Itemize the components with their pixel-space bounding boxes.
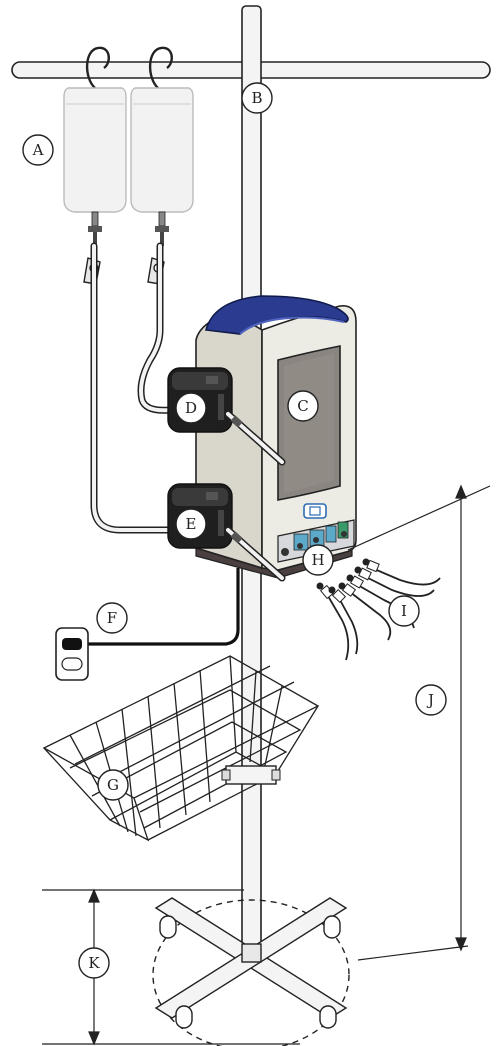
callout-i: I bbox=[389, 596, 419, 626]
svg-text:D: D bbox=[185, 399, 197, 417]
callout-k: K bbox=[79, 948, 109, 978]
sensor-cables bbox=[328, 568, 440, 660]
callout-g: G bbox=[98, 770, 128, 800]
fluid-bag-right bbox=[131, 88, 193, 246]
svg-text:C: C bbox=[297, 397, 308, 415]
dimension-j bbox=[348, 486, 490, 960]
svg-text:A: A bbox=[32, 141, 44, 159]
callout-a: A bbox=[23, 135, 53, 165]
svg-text:I: I bbox=[401, 602, 407, 620]
wire-basket bbox=[44, 656, 318, 840]
callout-d: D bbox=[176, 393, 206, 423]
svg-text:G: G bbox=[107, 776, 119, 794]
svg-text:K: K bbox=[88, 954, 100, 972]
svg-text:E: E bbox=[186, 515, 197, 533]
tubing-lower bbox=[94, 246, 180, 530]
svg-text:B: B bbox=[251, 89, 262, 107]
touch-screen bbox=[278, 346, 340, 500]
basket-clamp bbox=[222, 766, 280, 784]
callout-c: C bbox=[288, 391, 318, 421]
svg-text:H: H bbox=[311, 551, 324, 569]
svg-text:F: F bbox=[107, 609, 117, 627]
home-button-icon bbox=[304, 504, 326, 518]
svg-text:J: J bbox=[426, 691, 434, 709]
fluid-bag-left bbox=[64, 88, 126, 246]
wall-outlet-icon bbox=[56, 628, 88, 680]
callout-j: J bbox=[416, 685, 446, 715]
callout-b: B bbox=[242, 83, 272, 113]
callout-f: F bbox=[97, 603, 127, 633]
callout-h: H bbox=[303, 545, 333, 575]
callout-e: E bbox=[176, 509, 206, 539]
